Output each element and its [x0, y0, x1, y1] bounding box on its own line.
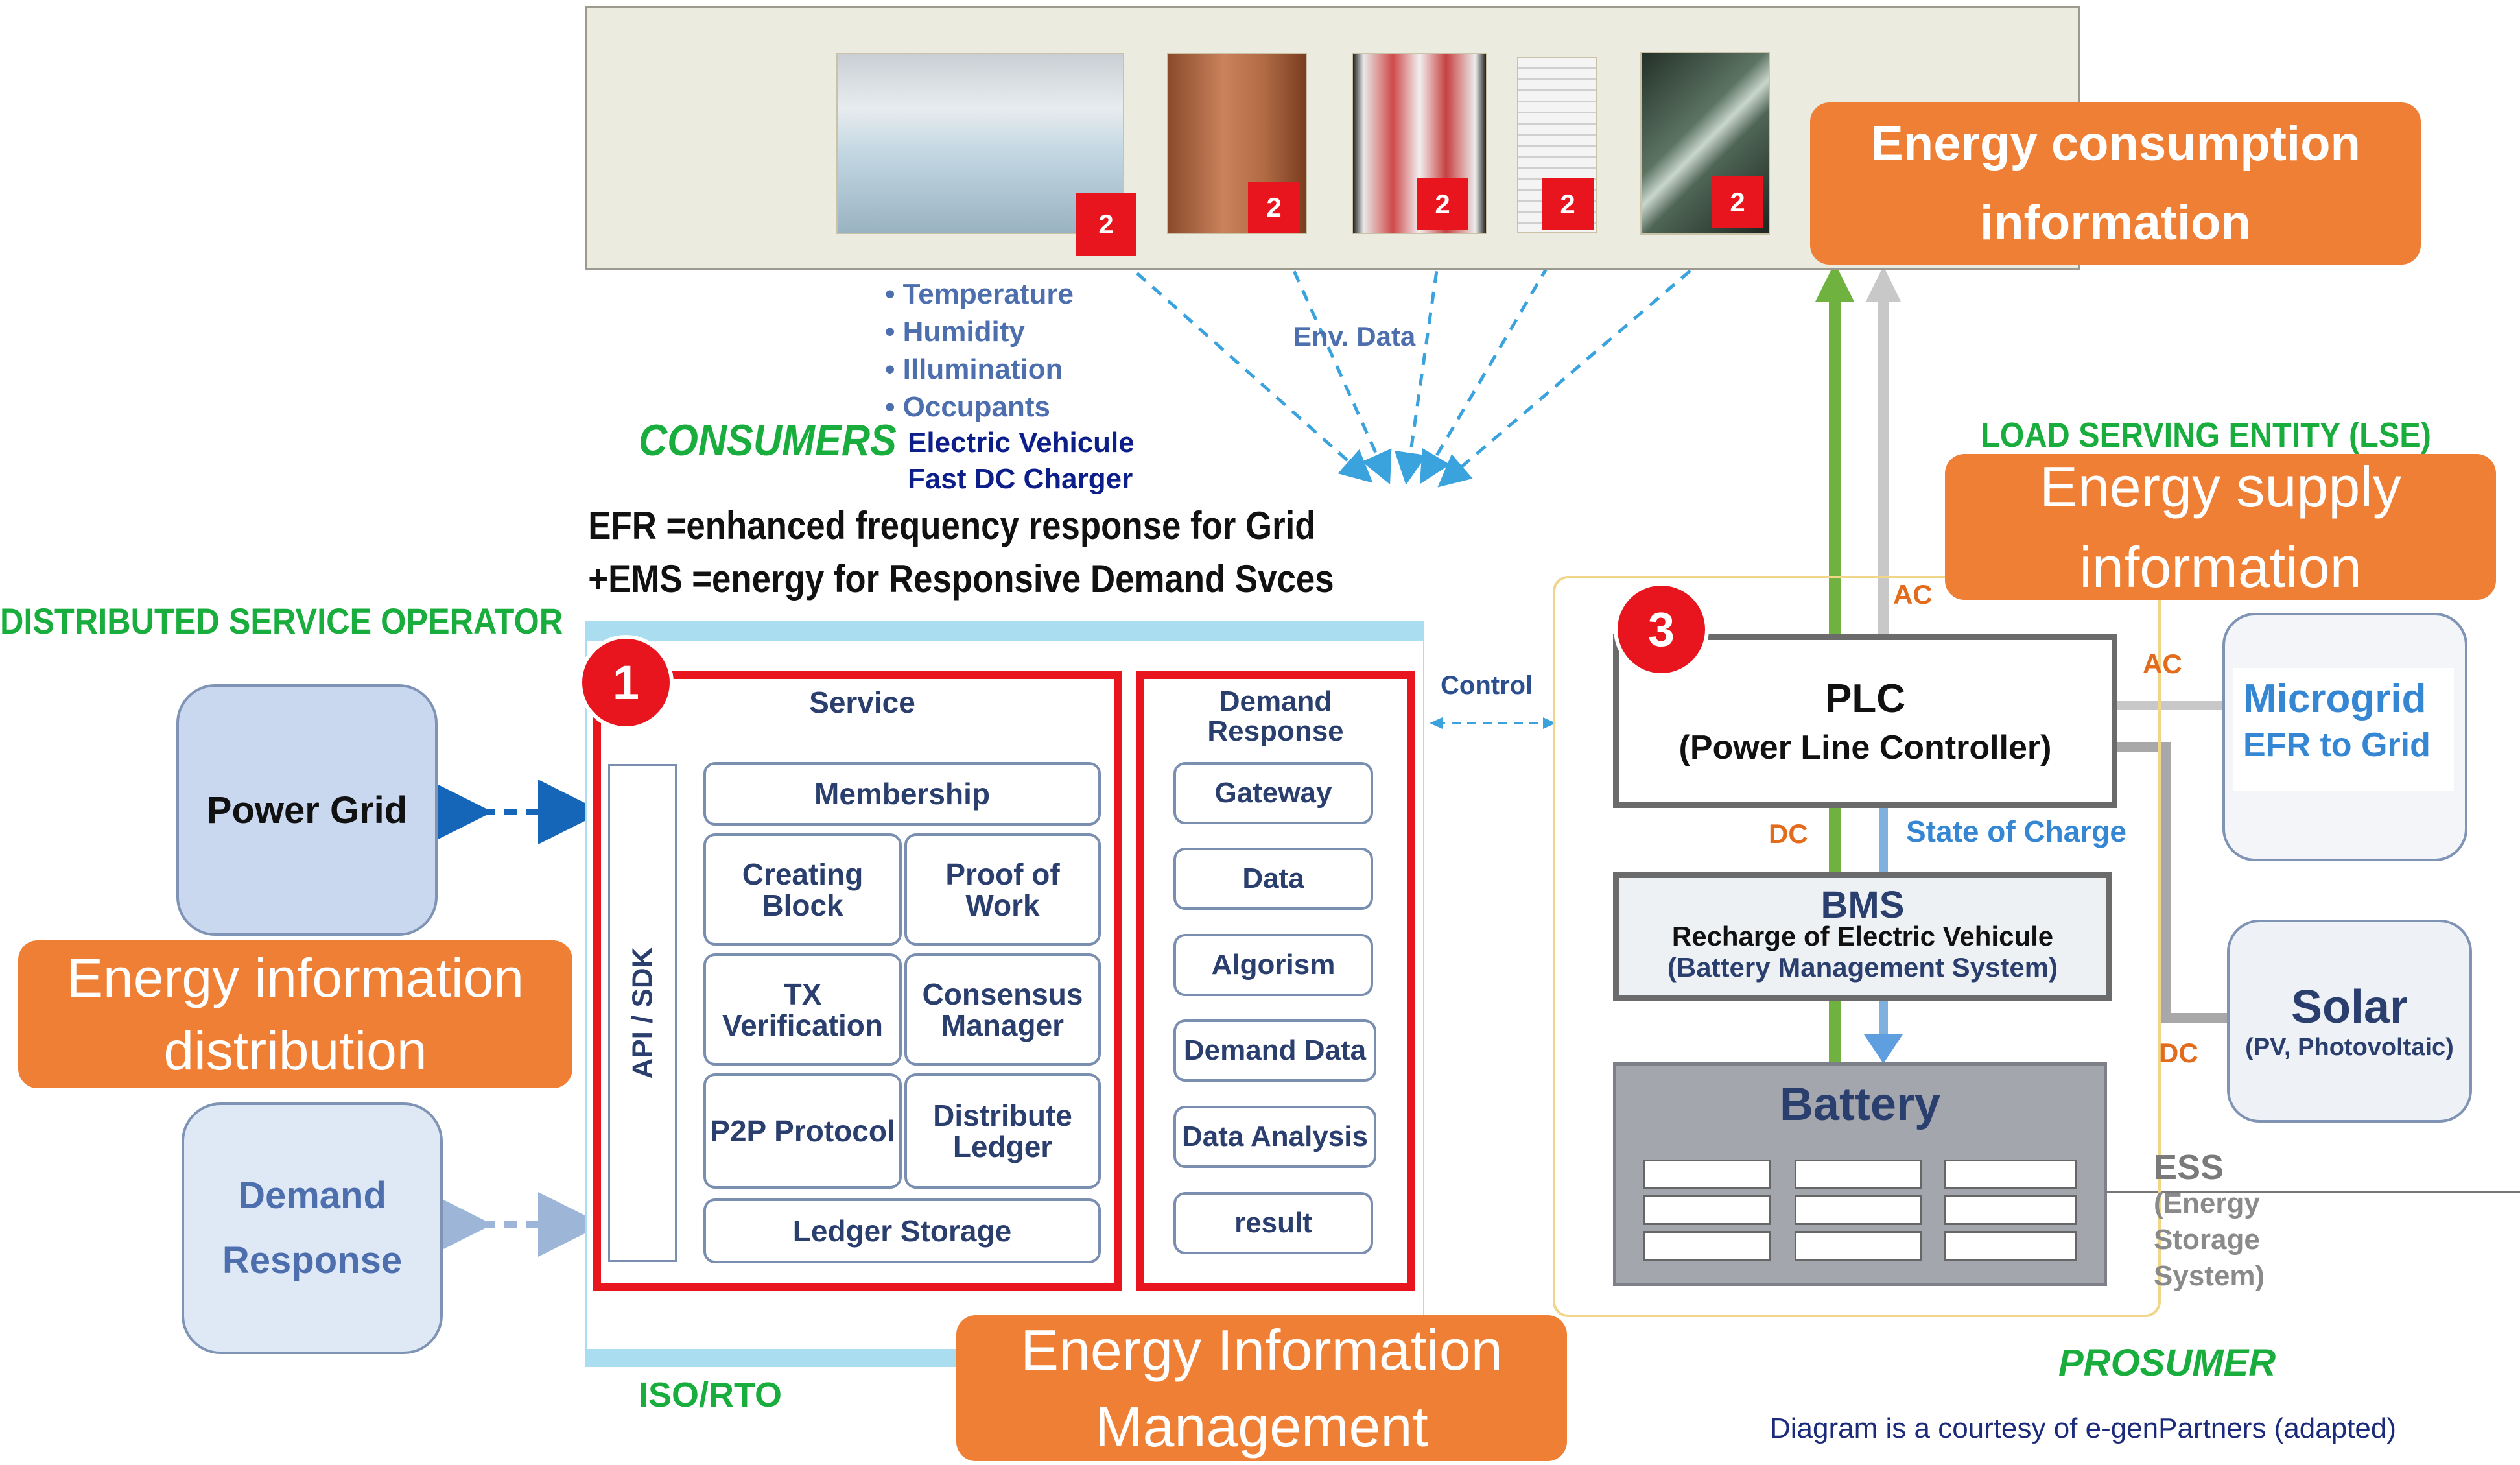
energy-consumption-label: Energy consumption information [1810, 102, 2421, 265]
ev-line: Fast DC Charger [908, 463, 1133, 495]
demand-response-box [1136, 671, 1415, 1291]
sensor-badge-text: 2 [1098, 209, 1114, 239]
env-data-list: • Temperature • Humidity • Illumination … [885, 276, 1074, 426]
plc-title: PLC [1825, 676, 1905, 721]
ess-line: System) [2154, 1260, 2265, 1292]
ess-line: (Energy [2154, 1187, 2260, 1219]
api-sdk-bar: API / SDK [608, 764, 677, 1262]
sensor-badge-2: 2 [1248, 182, 1300, 233]
ev-line: Electric Vehicule [908, 427, 1135, 459]
battery-cell [1643, 1160, 1771, 1189]
microgrid-text: Microgrid EFR to Grid [2233, 668, 2454, 791]
courtesy-note: Diagram is a courtesy of e-genPartners (… [1770, 1412, 2397, 1444]
api-sdk-label: API / SDK [626, 947, 659, 1079]
env-data-label: Env. Data [1293, 321, 1416, 351]
dc-label-right: DC [2159, 1038, 2198, 1068]
data-analysis-box: Data Analysis [1173, 1106, 1376, 1168]
energy-supply-label: Energy supply information [1945, 454, 2496, 600]
power-grid-label: Power Grid [206, 789, 408, 831]
step-badge-1: 1 [582, 639, 670, 726]
env-data-lines [1120, 229, 1739, 488]
state-of-charge-label: State of Charge [1906, 815, 2126, 848]
proof-of-work-box: Proof of Work [904, 833, 1101, 946]
membership-box: Membership [703, 762, 1101, 826]
ev-list: Electric Vehicule Fast DC Charger [908, 425, 1135, 497]
dc-label-left: DC [1769, 818, 1808, 849]
result-box: result [1173, 1192, 1373, 1254]
battery-cell [1795, 1160, 1922, 1189]
data-box: Data [1173, 848, 1373, 910]
microgrid-subtitle: EFR to Grid [2243, 726, 2431, 764]
battery-cell [1944, 1160, 2077, 1189]
plc-subtitle: (Power Line Controller) [1678, 728, 2052, 767]
bms-title: BMS [1820, 884, 1905, 926]
ledger-storage-box: Ledger Storage [703, 1198, 1101, 1263]
battery-cell [1643, 1195, 1771, 1225]
efr-line-1: EFR =enhanced frequency response for Gri… [588, 504, 1316, 547]
plc-box: PLC (Power Line Controller) [1613, 634, 2117, 808]
bms-box: BMS Recharge of Electric Vehicule (Batte… [1613, 872, 2112, 1001]
tx-verification-box: TX Verification [703, 953, 902, 1066]
battery-title: Battery [1779, 1078, 1941, 1130]
battery-cell [1643, 1231, 1771, 1261]
ac-label-top: AC [1893, 579, 1933, 610]
creating-block-box: Creating Block [703, 833, 902, 946]
distribute-ledger-box: Distribute Ledger [904, 1073, 1101, 1189]
sensor-badge-3: 2 [1417, 178, 1468, 230]
sensor-badge-4: 2 [1542, 178, 1594, 230]
battery-cell [1944, 1195, 2077, 1225]
ess-label: ESS (Energy Storage System) [2154, 1149, 2265, 1294]
efr-header: EFR =enhanced frequency response for Gri… [585, 499, 1424, 621]
power-grid-box: Power Grid [176, 684, 438, 936]
prosumer-area [1553, 576, 2161, 1317]
env-item: • Illumination [885, 353, 1063, 385]
env-item: • Temperature [885, 278, 1074, 310]
demand-response-left-box: Demand Response [182, 1102, 443, 1354]
battery-cell [1795, 1231, 1922, 1261]
demand-data-box: Demand Data [1173, 1019, 1376, 1082]
sensor-badge-1: 2 [1076, 193, 1136, 256]
demand-response-title: Demand Response [1207, 685, 1344, 747]
consensus-manager-box: Consensus Manager [904, 953, 1101, 1066]
solar-box: Solar (PV, Photovoltaic) [2227, 920, 2472, 1123]
energy-management-label: Energy Information Management [956, 1315, 1567, 1461]
bms-line-3: (Battery Management System) [1667, 952, 2058, 983]
energy-distribution-label: Energy information distribution [18, 940, 572, 1088]
battery-box: Battery [1613, 1062, 2107, 1286]
prosumer-label: PROSUMER [2058, 1342, 2276, 1384]
demand-response-left-label: Demand Response [222, 1174, 403, 1281]
solar-title: Solar [2290, 981, 2408, 1033]
battery-cell [1944, 1231, 2077, 1261]
ac-label-right: AC [2143, 649, 2182, 679]
microgrid-title: Microgrid [2243, 676, 2427, 721]
control-label: Control [1441, 671, 1533, 700]
battery-cell [1795, 1195, 1922, 1225]
dso-label: DISTRIBUTED SERVICE OPERATOR [0, 601, 563, 641]
consumers-label: CONSUMERS [639, 416, 897, 465]
p2p-protocol-box: P2P Protocol [703, 1073, 902, 1189]
gateway-box: Gateway [1173, 762, 1373, 824]
service-title: Service [809, 685, 915, 719]
bms-line-2: Recharge of Electric Vehicule [1671, 921, 2054, 951]
efr-line-2: +EMS =energy for Responsive Demand Svces [588, 557, 1334, 601]
env-item: • Occupants [885, 391, 1051, 423]
algorism-box: Algorism [1173, 934, 1373, 996]
step-badge-3: 3 [1618, 586, 1705, 673]
env-item: • Humidity [885, 316, 1025, 348]
sensor-badge-5: 2 [1712, 176, 1763, 228]
ess-line: ESS [2154, 1148, 2224, 1187]
ess-line: Storage [2154, 1224, 2260, 1256]
lse-label: LOAD SERVING ENTITY (LSE) [1981, 416, 2431, 455]
iso-rto-label: ISO/RTO [639, 1376, 783, 1414]
service-box [593, 671, 1122, 1291]
solar-subtitle: (PV, Photovoltaic) [2245, 1034, 2454, 1061]
